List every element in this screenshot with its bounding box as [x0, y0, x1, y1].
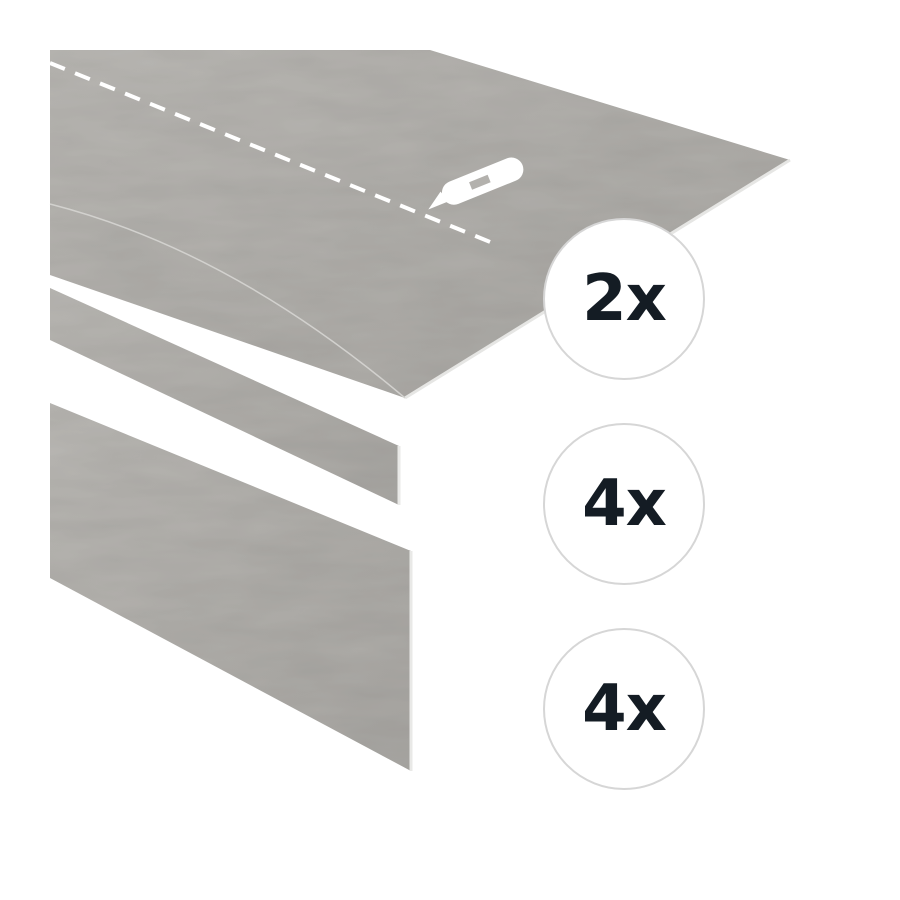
- quantity-badge-wide-strip: 4x: [543, 628, 705, 790]
- quantity-badge-large-panel: 2x: [543, 218, 705, 380]
- utility-knife-icon: [428, 157, 524, 210]
- quantity-label: 2x: [582, 262, 667, 336]
- narrow-strip-panel: [50, 288, 401, 505]
- quantity-badge-narrow-strip: 4x: [543, 423, 705, 585]
- quantity-label: 4x: [582, 467, 667, 541]
- wide-strip-panel: [50, 403, 413, 771]
- quantity-label: 4x: [582, 672, 667, 746]
